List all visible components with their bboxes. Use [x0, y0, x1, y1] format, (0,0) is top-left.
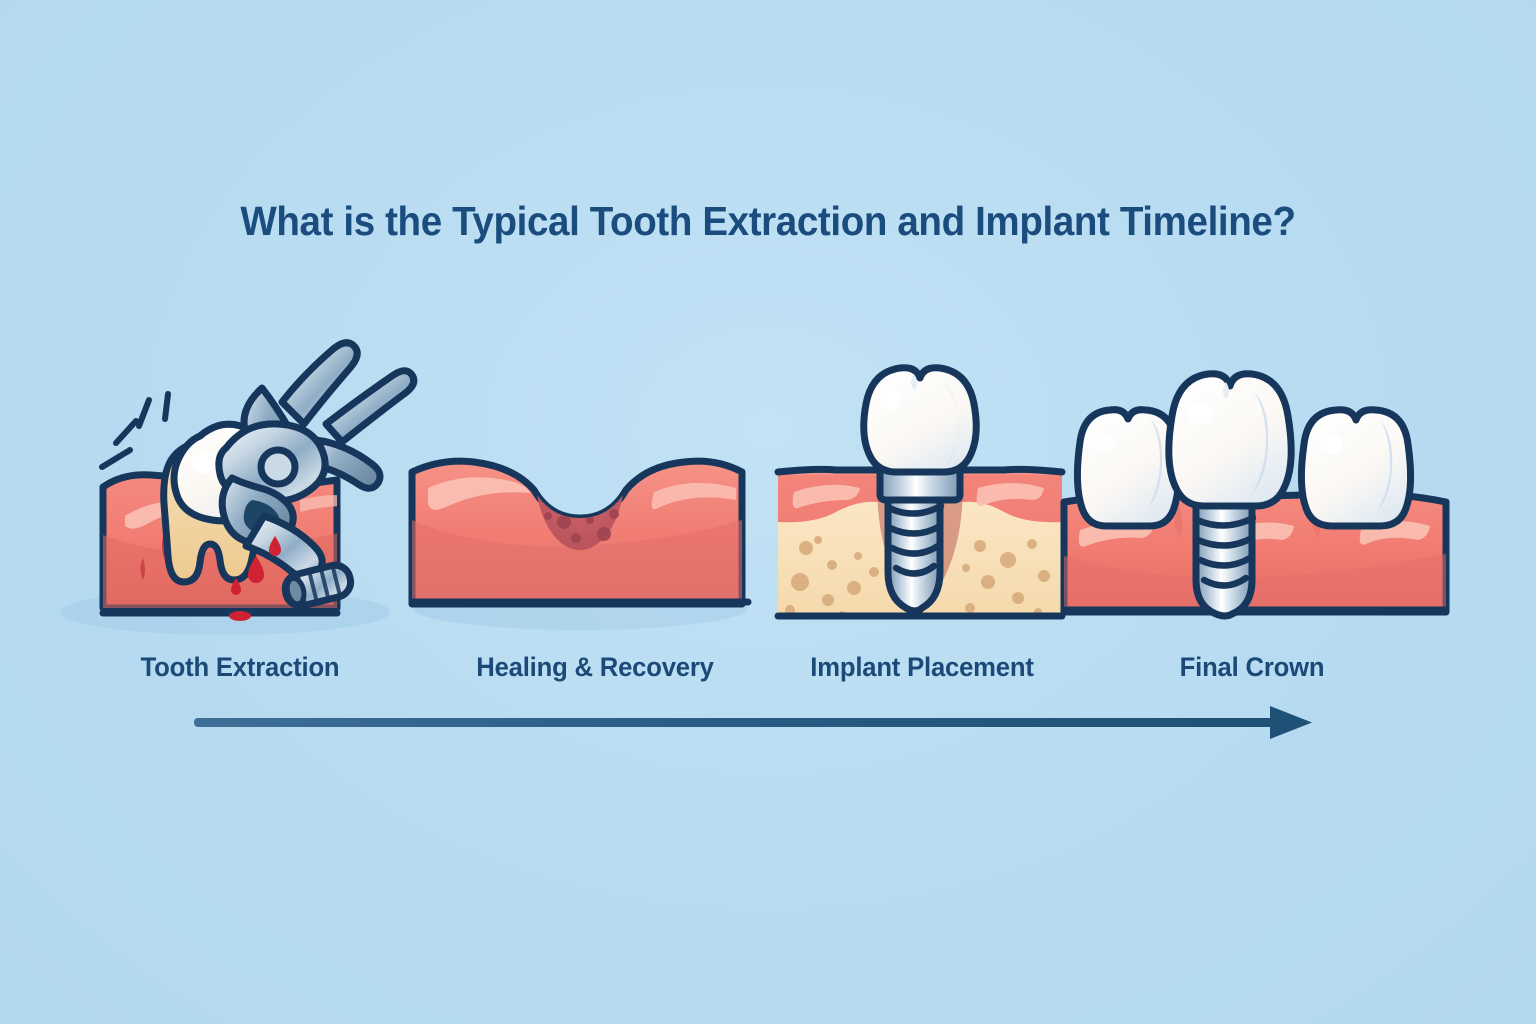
- stage-illustration-implant-placement: [774, 364, 1066, 620]
- motion-lines-icon: [99, 391, 171, 470]
- stage-label-healing-recovery: Healing & Recovery: [476, 652, 714, 682]
- implant-screw-icon: [876, 454, 964, 615]
- stage-illustration-final-crown: [1060, 370, 1450, 620]
- timeline-arrow-icon: [194, 706, 1312, 739]
- forceps-icon: [215, 339, 418, 582]
- page-title: What is the Typical Tooth Extraction and…: [240, 198, 1296, 244]
- stage-illustration-healing-recovery: [408, 457, 752, 630]
- stage-illustration-tooth-extraction: [60, 339, 418, 635]
- left-natural-tooth-icon: [1073, 406, 1183, 530]
- right-natural-tooth-icon: [1297, 406, 1415, 530]
- stage-label-tooth-extraction: Tooth Extraction: [140, 652, 340, 682]
- crown-icon: [860, 364, 980, 476]
- blood-drops-icon: [229, 536, 281, 621]
- implant-screw-loose-icon: [281, 561, 355, 610]
- center-crown-icon: [1165, 370, 1295, 510]
- stage-label-final-crown: Final Crown: [1179, 652, 1325, 682]
- stage-label-implant-placement: Implant Placement: [810, 652, 1034, 682]
